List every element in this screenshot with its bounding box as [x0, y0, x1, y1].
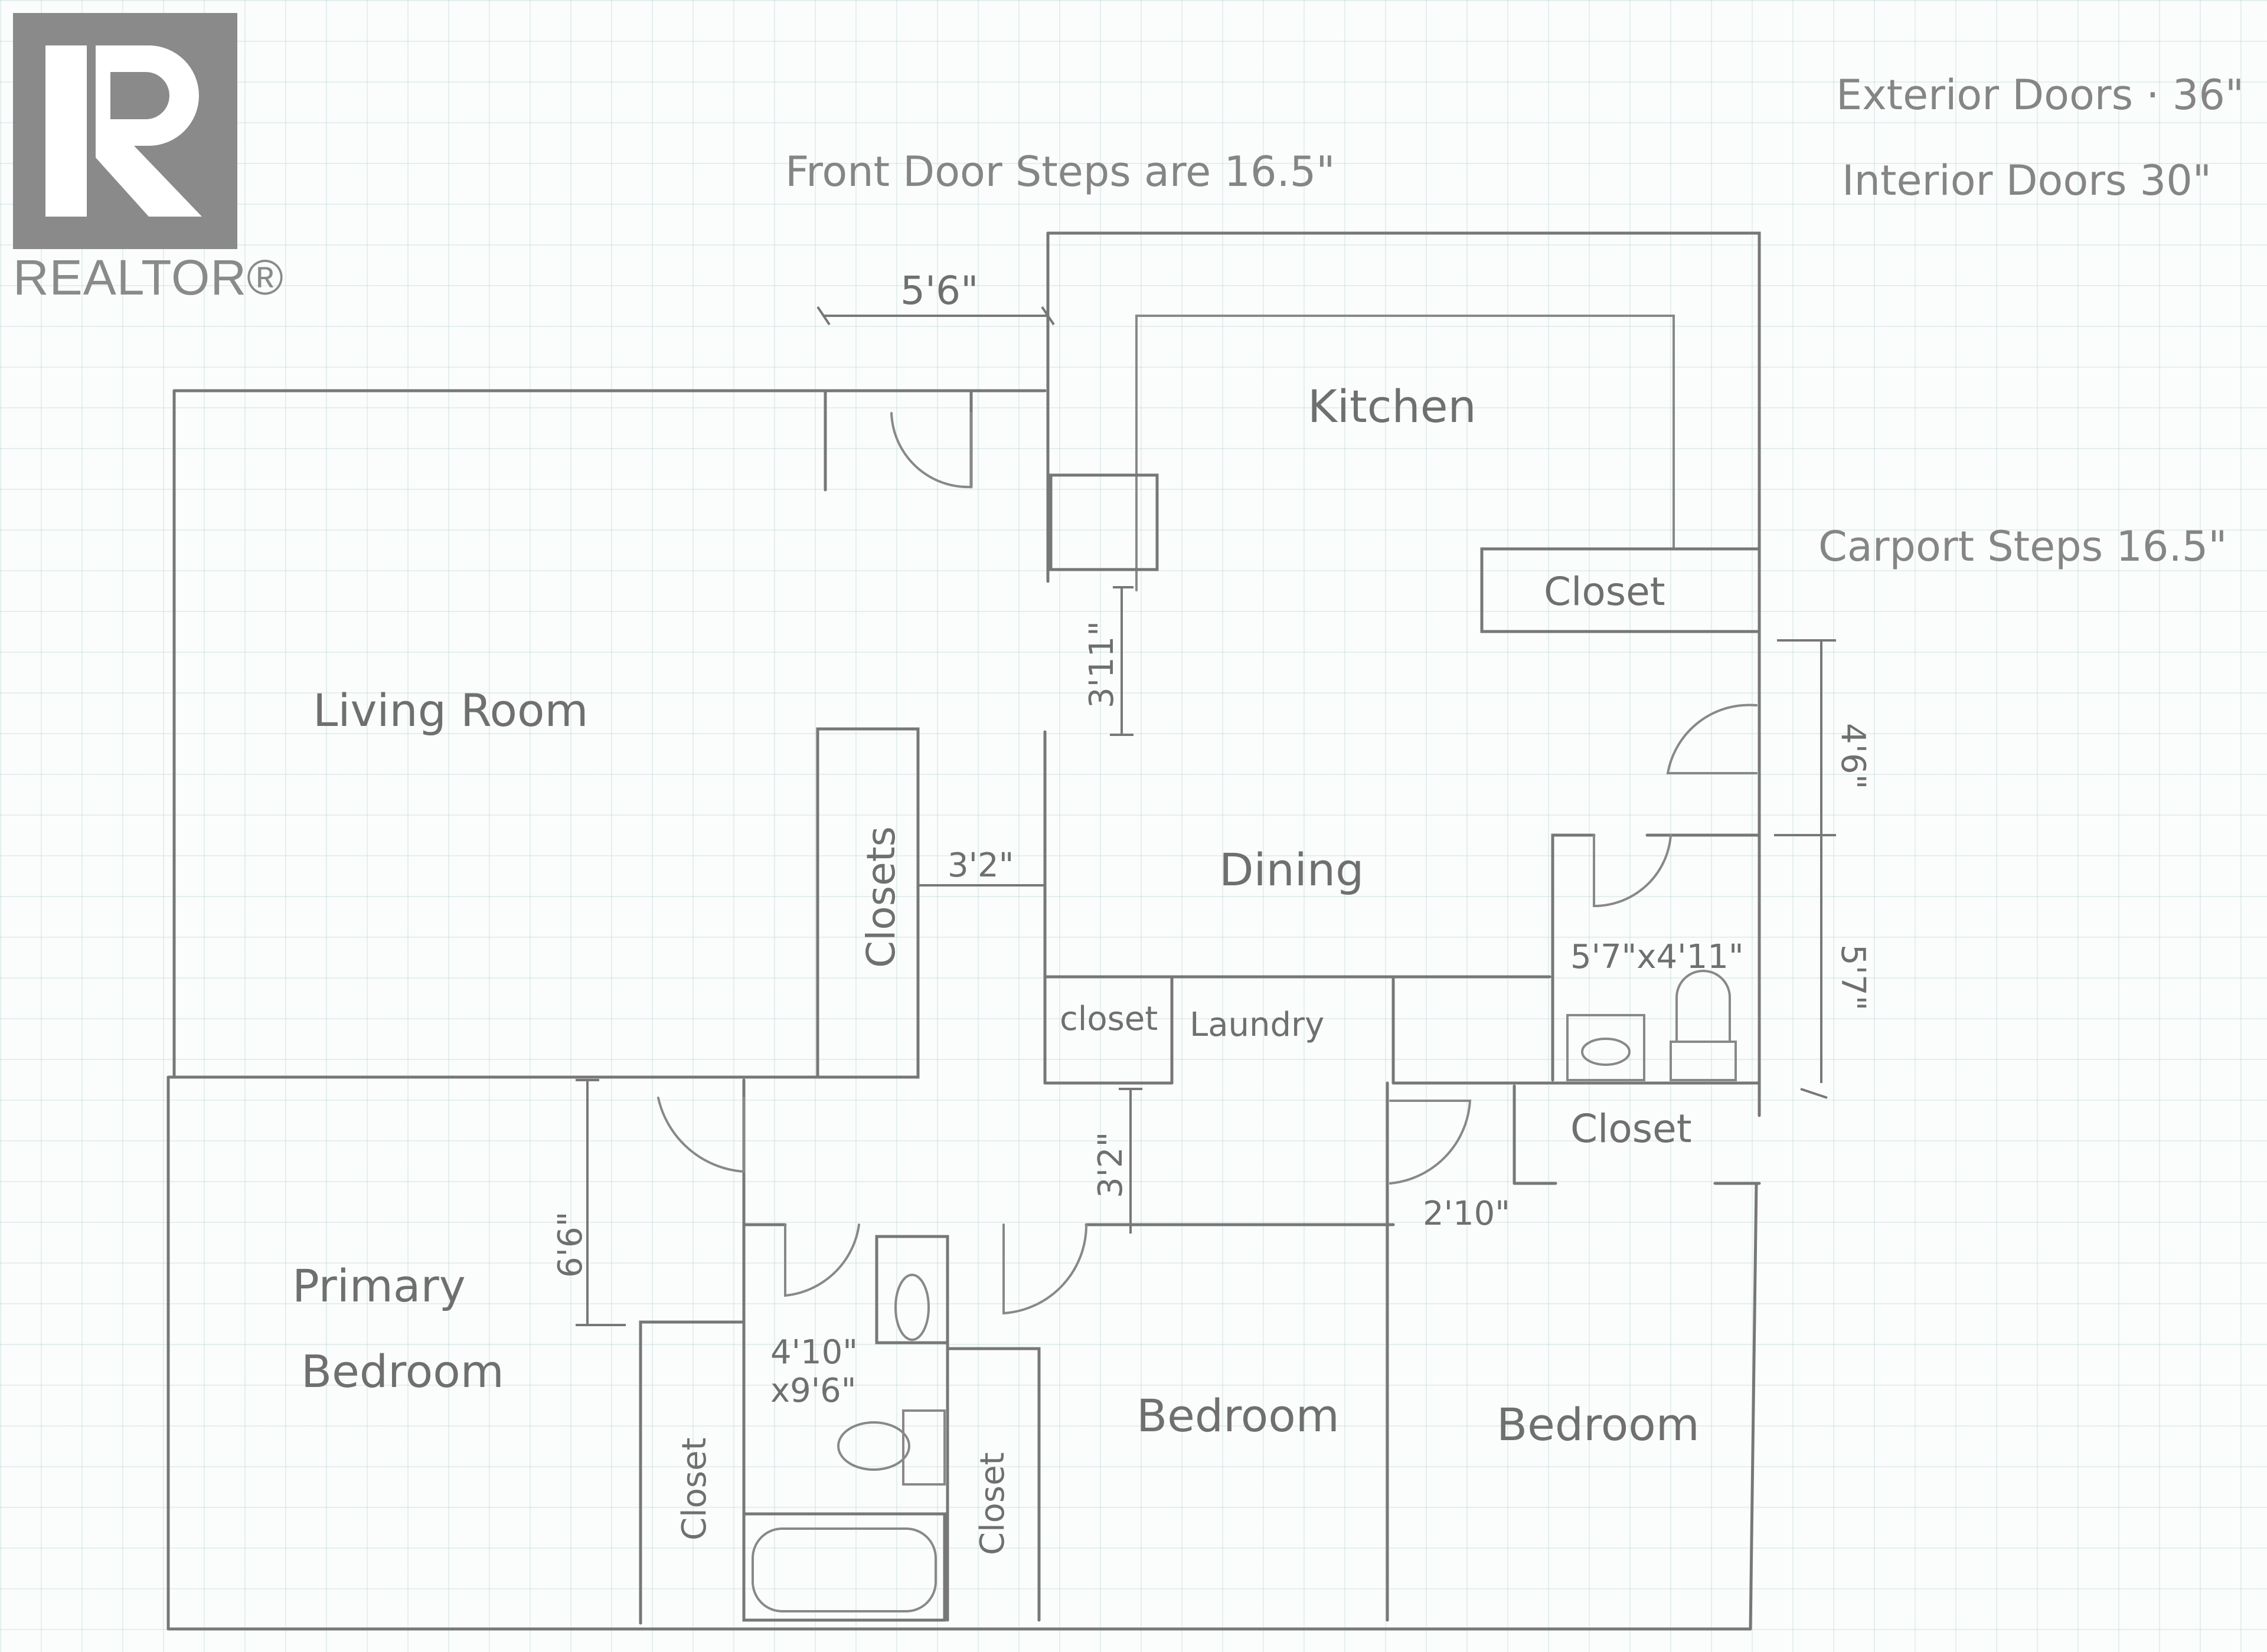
realtor-logo: REALTOR®	[13, 13, 283, 308]
label-laundry: Laundry	[1190, 1006, 1324, 1044]
door-swings	[657, 412, 1758, 1315]
note-front-steps: Front Door Steps are 16.5"	[785, 148, 1335, 196]
dim-carport-upper: 4'6"	[1834, 723, 1872, 789]
label-closet-primary: Closet	[675, 1437, 714, 1540]
realtor-logo-text: REALTOR®	[13, 250, 284, 305]
dim-front-door: 5'6"	[900, 268, 978, 313]
label-living-room: Living Room	[313, 684, 589, 737]
dim-door-right: 2'10"	[1423, 1195, 1510, 1233]
label-bedroom-middle: Bedroom	[1136, 1389, 1340, 1442]
note-carport-steps: Carport Steps 16.5"	[1818, 522, 2227, 571]
dimension-lines	[576, 306, 1836, 1326]
label-dining: Dining	[1219, 843, 1364, 896]
note-exterior-doors: Exterior Doors · 36"	[1836, 71, 2244, 119]
dim-kitchen-opening: 3'11"	[1083, 621, 1121, 708]
note-interior-doors: Interior Doors 30"	[1842, 156, 2212, 205]
label-primary-bedroom: Bedroom	[301, 1345, 504, 1398]
label-primary: Primary	[292, 1260, 466, 1312]
dim-half-bath: 5'7"x4'11"	[1570, 938, 1744, 976]
dim-primary-hall: 6'6"	[551, 1212, 590, 1278]
dim-carport-lower: 5'7"	[1834, 944, 1872, 1010]
label-kitchen: Kitchen	[1308, 380, 1477, 433]
label-closet-middle: Closet	[974, 1452, 1012, 1555]
label-bedroom-right: Bedroom	[1497, 1398, 1700, 1451]
dim-hall-gap: 3'2"	[948, 846, 1014, 885]
realtor-logo-mark	[13, 13, 237, 249]
dim-bath-length: x9'6"	[770, 1372, 857, 1410]
label-closet-right: Closet	[1570, 1106, 1692, 1152]
label-closets-hall: Closets	[858, 826, 904, 968]
label-closet-kitchen: Closet	[1544, 569, 1665, 614]
label-closet-laundry: closet	[1060, 1000, 1158, 1038]
dim-bath-width: 4'10"	[770, 1333, 858, 1372]
dim-hall-to-bedroom: 3'2"	[1092, 1132, 1130, 1198]
